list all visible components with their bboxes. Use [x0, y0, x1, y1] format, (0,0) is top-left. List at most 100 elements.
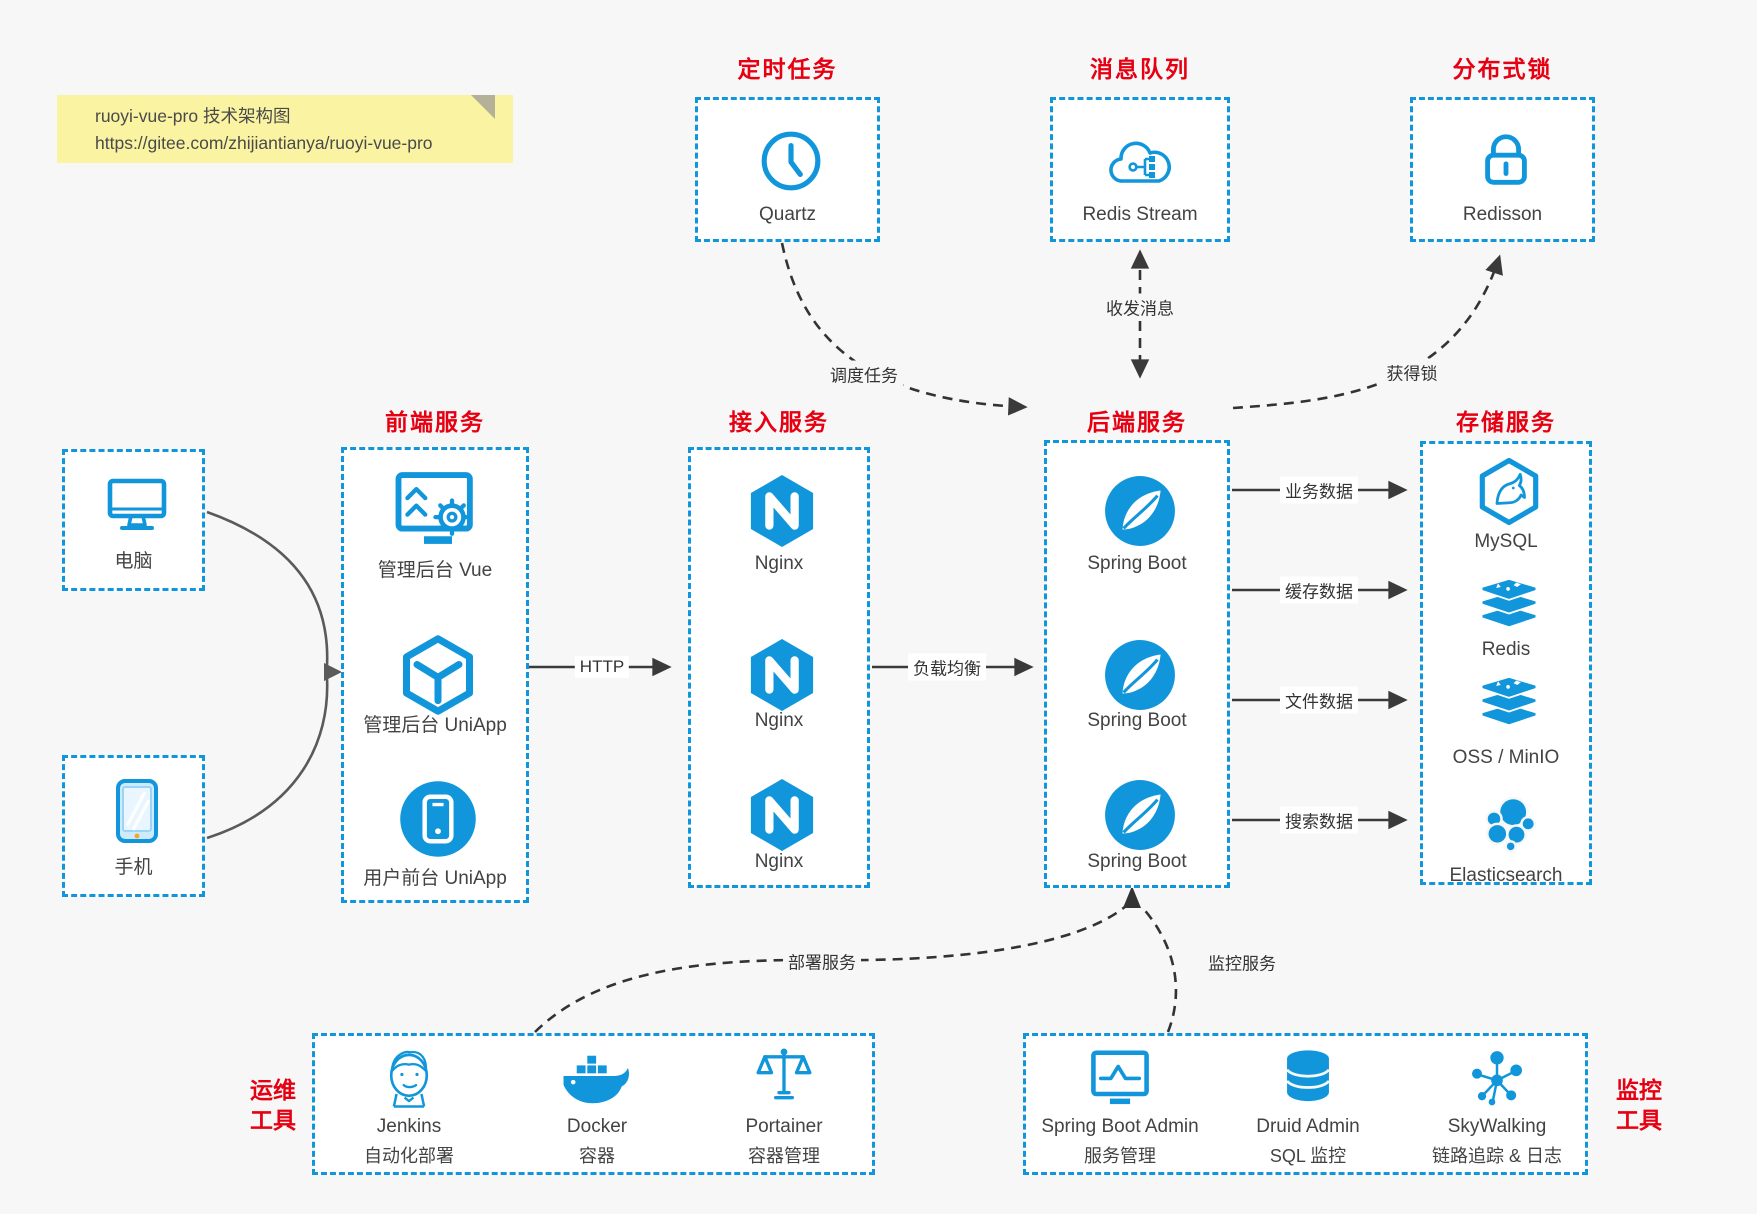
clock-icon — [758, 128, 824, 194]
quartz-label: Quartz — [758, 204, 817, 225]
edge-phone-frontend-line — [206, 677, 329, 840]
edge-lock-line — [1232, 254, 1503, 410]
edge-label-send-receive: 收发消息 — [1101, 293, 1179, 321]
backend-bottom-arrowhead — [1123, 886, 1141, 908]
group-label-scheduled-task: 定时任务 — [737, 56, 838, 82]
edge-label-search-data: 搜索数据 — [1280, 806, 1358, 834]
uniapp-cube-icon — [396, 633, 480, 717]
redis-stream-box: Redis Stream — [1050, 97, 1230, 242]
edge-label-http: HTTP — [574, 656, 630, 678]
smartphone-icon — [115, 778, 159, 844]
pc-client-box: 电脑 — [62, 449, 205, 591]
storage-box: MySQL Redis OSS / MinIO Elasticsearch — [1420, 441, 1592, 886]
group-label-message-queue: 消息队列 — [1090, 56, 1190, 82]
ops-label-line2: 工具 — [250, 1107, 296, 1133]
jenkins-icon — [377, 1046, 441, 1110]
backend-item-label: Spring Boot — [1087, 851, 1187, 872]
ops-item-name: Jenkins — [376, 1116, 442, 1137]
storage-item-label: Redis — [1481, 639, 1531, 660]
docker-icon — [560, 1052, 634, 1107]
monitor-item-name: Spring Boot Admin — [1041, 1116, 1199, 1137]
elasticsearch-icon — [1479, 793, 1539, 853]
monitor-item-desc: SQL 监控 — [1269, 1146, 1347, 1166]
admin-vue-icon — [392, 470, 484, 549]
oss-minio-icon — [1476, 675, 1542, 728]
monitor-tools-box: Spring Boot Admin 服务管理 Druid Admin SQL 监… — [1023, 1033, 1588, 1175]
mysql-icon — [1478, 457, 1540, 526]
group-label-gateway: 接入服务 — [729, 409, 829, 435]
ops-item-desc: 自动化部署 — [364, 1146, 454, 1166]
storage-item-label: MySQL — [1474, 531, 1538, 552]
storage-item-label: OSS / MinIO — [1452, 747, 1560, 768]
edge-label-business-data: 业务数据 — [1280, 476, 1358, 504]
monitor-item-desc: 链路追踪 & 日志 — [1431, 1146, 1562, 1166]
ops-label-line1: 运维 — [250, 1077, 296, 1103]
group-label-distributed-lock: 分布式锁 — [1452, 56, 1553, 82]
spring-boot-icon — [1103, 638, 1177, 712]
desktop-icon — [105, 476, 169, 534]
nginx-icon — [747, 776, 817, 854]
skywalking-icon — [1467, 1047, 1527, 1107]
edge-label-deploy-service: 部署服务 — [783, 947, 861, 975]
group-label-monitor-tools: 监控 工具 — [1604, 1075, 1674, 1135]
lock-icon — [1475, 129, 1537, 191]
redis-icon — [1476, 577, 1542, 630]
quartz-box: Quartz — [695, 97, 880, 242]
ops-item-desc: 容器管理 — [748, 1146, 820, 1166]
edge-schedule-line — [780, 242, 1028, 416]
group-label-storage: 存储服务 — [1456, 409, 1556, 435]
edge-label-file-data: 文件数据 — [1280, 686, 1358, 714]
edge-label-acquire-lock: 获得锁 — [1381, 358, 1443, 386]
gateway-item-label: Nginx — [754, 710, 804, 731]
gateway-item-label: Nginx — [754, 851, 804, 872]
monitor-item-name: Druid Admin — [1256, 1116, 1360, 1137]
frontend-item-label: 管理后台 UniApp — [363, 715, 507, 736]
nginx-icon — [747, 472, 817, 550]
ops-tools-box: Jenkins 自动化部署 Docker 容器 Portainer 容器管理 — [312, 1033, 875, 1175]
redis-stream-label: Redis Stream — [1082, 204, 1198, 225]
group-label-backend: 后端服务 — [1087, 409, 1187, 435]
redisson-box: Redisson — [1410, 97, 1595, 242]
sticky-note: ruoyi-vue-pro 技术架构图 https://gitee.com/zh… — [57, 95, 513, 163]
note-url: https://gitee.com/zhijiantianya/ruoyi-vu… — [95, 133, 433, 153]
storage-item-label: Elasticsearch — [1449, 865, 1563, 886]
edge-label-load-balance: 负载均衡 — [908, 653, 986, 681]
edge-label-cache-data: 缓存数据 — [1280, 576, 1358, 604]
monitor-item-desc: 服务管理 — [1084, 1146, 1156, 1166]
portainer-icon — [754, 1046, 814, 1106]
user-app-icon — [398, 779, 478, 859]
edge-deploy-line — [534, 904, 1127, 1033]
frontend-item-label: 管理后台 Vue — [377, 560, 493, 581]
backend-item-label: Spring Boot — [1087, 553, 1187, 574]
edge-label-schedule-task: 调度任务 — [825, 360, 903, 388]
frontend-item-label: 用户前台 UniApp — [363, 868, 507, 889]
backend-item-label: Spring Boot — [1087, 710, 1187, 731]
backend-box: Spring Boot Spring Boot Spring Boot — [1044, 440, 1230, 888]
frontend-box: 管理后台 Vue 管理后台 UniApp 用户前台 UniApp — [341, 447, 529, 903]
group-label-frontend: 前端服务 — [385, 409, 485, 435]
edge-label-monitor-service: 监控服务 — [1203, 948, 1281, 976]
spring-boot-icon — [1103, 778, 1177, 852]
redisson-label: Redisson — [1462, 204, 1543, 225]
ops-item-name: Docker — [566, 1116, 628, 1137]
spring-boot-admin-icon — [1087, 1048, 1153, 1107]
monitor-label-line2: 工具 — [1616, 1107, 1662, 1133]
phone-client-label: 手机 — [114, 857, 153, 878]
spring-boot-icon — [1103, 474, 1177, 548]
nginx-icon — [747, 636, 817, 714]
gateway-item-label: Nginx — [754, 553, 804, 574]
pc-client-label: 电脑 — [114, 551, 153, 572]
monitor-item-name: SkyWalking — [1447, 1116, 1547, 1137]
note-title: ruoyi-vue-pro 技术架构图 — [95, 106, 291, 126]
ops-item-desc: 容器 — [579, 1146, 615, 1166]
group-label-ops-tools: 运维 工具 — [238, 1075, 308, 1135]
client-merge-arrowhead — [324, 663, 342, 681]
edge-pc-frontend-line — [206, 510, 329, 667]
gateway-box: Nginx Nginx Nginx — [688, 447, 870, 888]
druid-database-icon — [1279, 1048, 1337, 1106]
ops-item-name: Portainer — [745, 1116, 823, 1137]
phone-client-box: 手机 — [62, 755, 205, 897]
cloud-stream-icon — [1107, 133, 1179, 189]
monitor-label-line1: 监控 — [1616, 1077, 1662, 1103]
